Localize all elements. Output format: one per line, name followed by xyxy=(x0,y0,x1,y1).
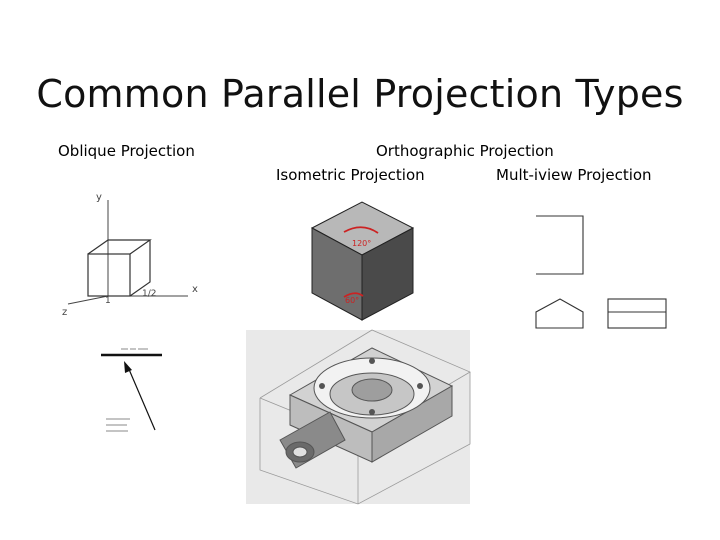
projection-direction-arrow xyxy=(127,366,156,431)
tick-half-label: 1/2 xyxy=(142,289,156,299)
z-axis-label: z xyxy=(62,307,67,318)
iso-angle-bottom-arc xyxy=(343,292,364,298)
iso-angle-top-label: 120° xyxy=(352,239,371,248)
oblique-cube-front-face xyxy=(87,253,131,297)
oblique-cube-top-face xyxy=(87,239,152,255)
machine-bounding-box xyxy=(259,329,471,505)
multiview-diagram xyxy=(535,215,667,329)
iso-cube-left-face xyxy=(311,227,363,321)
iso-angle-arrows xyxy=(343,226,379,298)
machine-bolt-holes xyxy=(319,358,423,415)
iso-angle-bottom-label: 60° xyxy=(345,296,359,305)
iso-cube-right-face xyxy=(361,227,414,321)
oblique-cube xyxy=(87,239,152,297)
isometric-cube xyxy=(310,201,415,321)
multiview-side-view xyxy=(607,298,667,329)
slide-title: Common Parallel Projection Types xyxy=(36,72,684,116)
multiview-top-view xyxy=(536,215,584,275)
isometric-machine-part xyxy=(246,329,471,505)
oblique-axes xyxy=(67,200,188,305)
projection-arrow-head xyxy=(124,361,132,373)
projection-plane-diagram xyxy=(101,348,162,432)
z-axis-line xyxy=(67,295,109,305)
multiview-projection-label: Mult-iview Projection xyxy=(496,166,652,184)
iso-angle-top-arc xyxy=(343,226,379,234)
machine-body xyxy=(279,347,454,469)
oblique-projection-label: Oblique Projection xyxy=(58,142,195,160)
multiview-front-view xyxy=(535,298,584,329)
isometric-projection-label: Isometric Projection xyxy=(276,166,425,184)
y-axis-label: y xyxy=(96,192,102,203)
orthographic-projection-label: Orthographic Projection xyxy=(376,142,554,160)
direction-caption-smudge xyxy=(106,418,130,432)
tick-1-label: 1 xyxy=(105,296,111,306)
machine-part-background xyxy=(246,330,470,504)
oblique-cube-side-face xyxy=(129,240,151,297)
x-axis-label: x xyxy=(192,284,198,295)
iso-cube-top-face xyxy=(310,201,415,256)
